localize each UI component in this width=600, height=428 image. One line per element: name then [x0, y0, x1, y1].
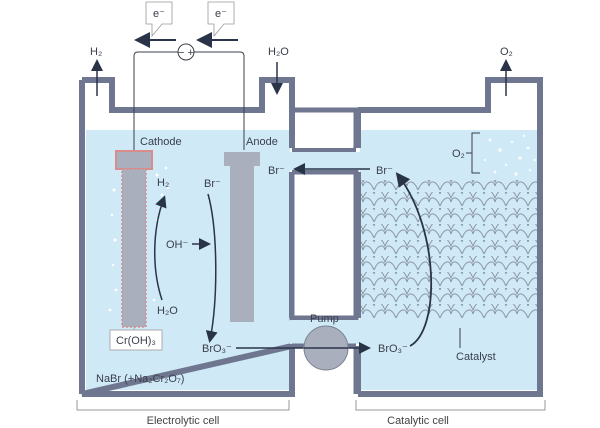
o2-out-label: O₂ [500, 46, 513, 58]
cathode-label: Cathode [140, 136, 182, 148]
cr-oh3-box [109, 329, 163, 351]
anode-label: Anode [246, 136, 278, 148]
cathode-cycle-arrow [153, 195, 167, 301]
power-supply-icon [177, 43, 195, 61]
power-supply-symbol: − + [178, 47, 194, 59]
pump-label: Pump [310, 313, 339, 325]
electron-callout-left [145, 1, 173, 38]
connector-upper-fill [295, 113, 353, 148]
catalytic-cell-wall [358, 77, 543, 397]
electrolytic-cell-title: Electrolytic cell [147, 415, 220, 427]
o2-label: O₂ [452, 148, 465, 160]
cathode-product-label: H₂ [157, 177, 169, 189]
channel-top-liquid [290, 152, 360, 170]
coating-label: Cr(OH)₃ [116, 335, 156, 347]
connector-mid [289, 169, 359, 321]
cathode [115, 150, 153, 328]
o2-bubbles [483, 134, 537, 176]
hydroxide-label: OH⁻ [166, 239, 189, 251]
catalyst-bed [360, 180, 540, 320]
o2-bracket [466, 132, 480, 174]
anode [224, 152, 260, 322]
electron-label-left: e⁻ [153, 8, 165, 20]
return-bromide-label: Br⁻ [268, 165, 285, 177]
h2o-in-label: H₂O [268, 46, 289, 58]
anode-reactant-label: Br⁻ [204, 178, 221, 190]
catalytic-cell-bracket [355, 400, 546, 411]
catalytic-cycle-arrow [395, 172, 433, 347]
electron-label-right: e⁻ [215, 8, 227, 20]
electrolytic-cell-bracket [76, 400, 290, 411]
catalyst-label: Catalyst [456, 351, 496, 363]
cathode-reactant-label: H₂O [157, 305, 178, 317]
electrolyte-label: NaBr (+Na₂Cr₂O₇) [96, 373, 184, 385]
anode-cycle-arrow [205, 193, 218, 343]
electron-callout-right [207, 1, 235, 38]
catalytic-bromate-label: BrO₃⁻ [378, 343, 408, 355]
catalytic-cell-title: Catalytic cell [387, 415, 449, 427]
h2-out-label: H₂ [90, 46, 102, 58]
catalytic-bromide-label: Br⁻ [376, 165, 393, 177]
anode-product-label: BrO₃⁻ [202, 343, 232, 355]
